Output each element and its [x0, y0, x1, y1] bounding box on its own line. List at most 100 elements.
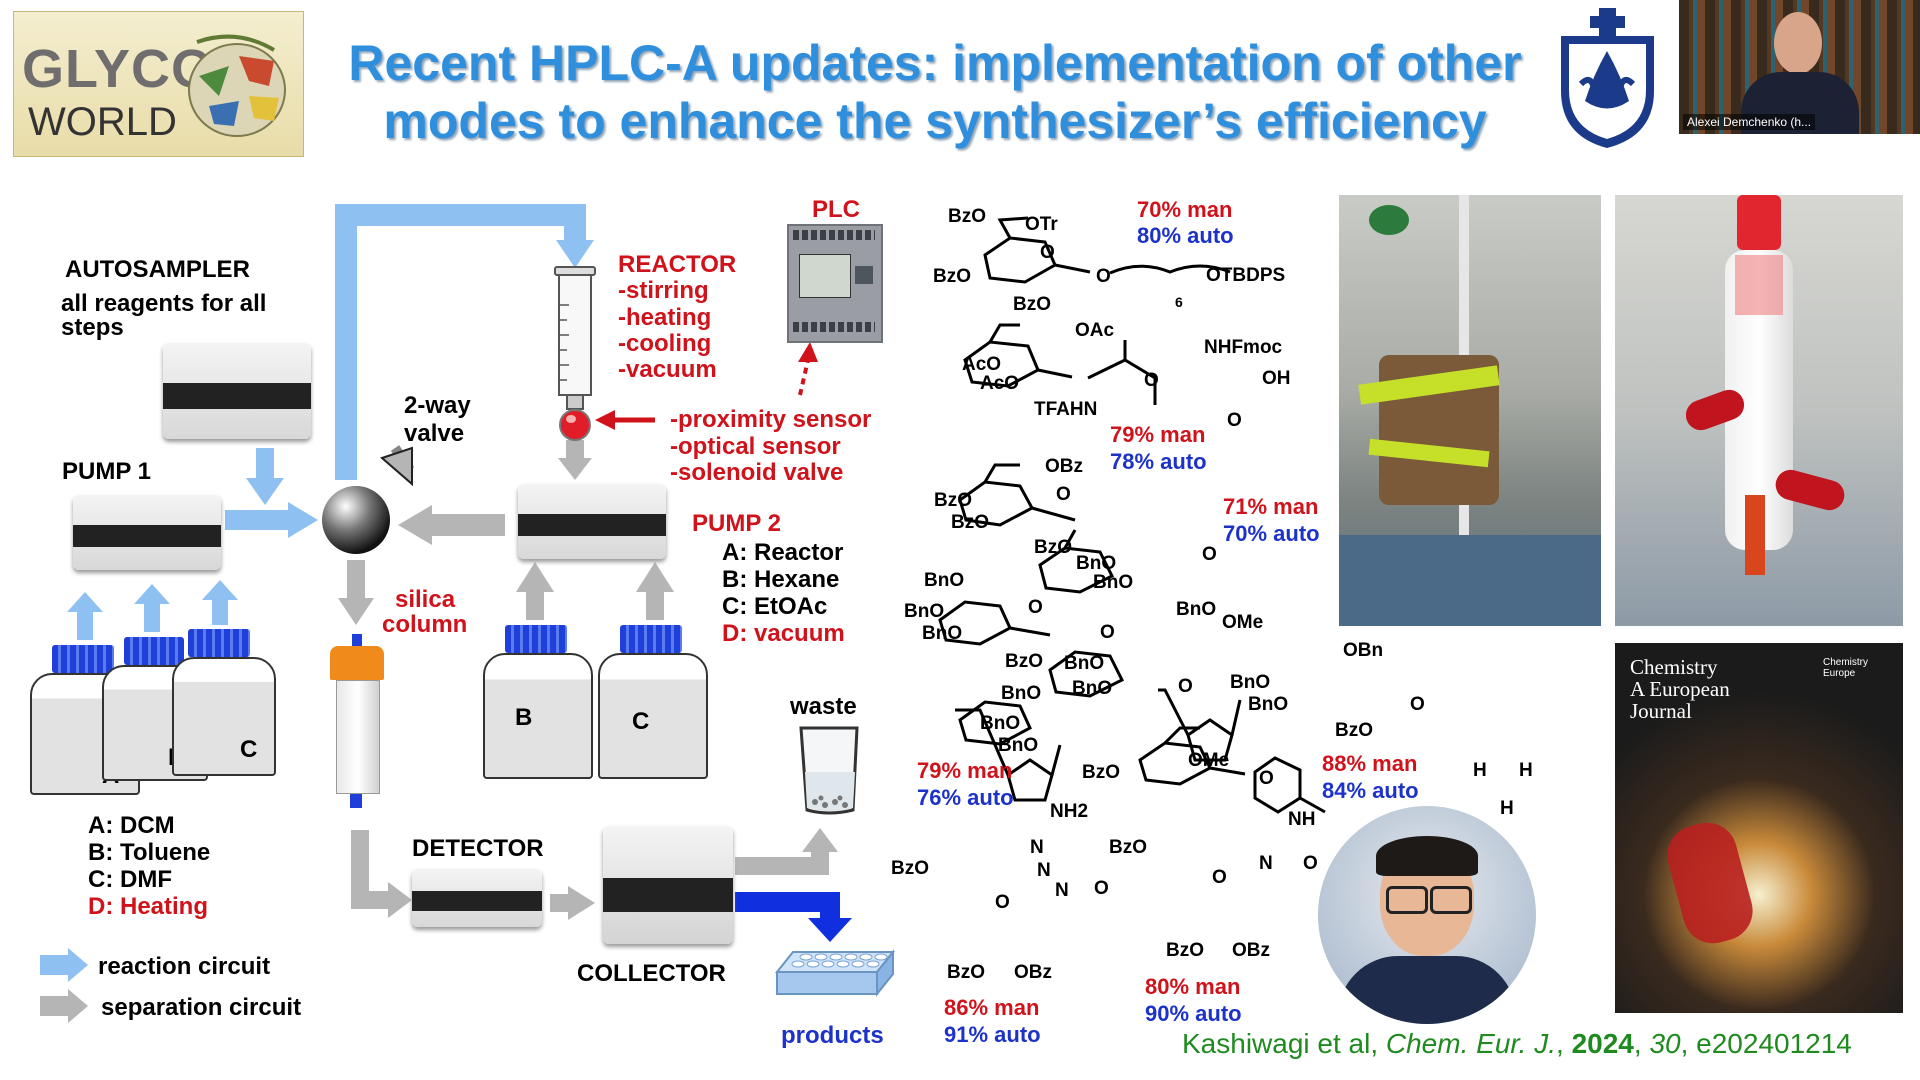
pump2-channel-d: D: vacuum [722, 620, 845, 647]
chem-label: OMe [1188, 750, 1230, 771]
chem-label: BzO [1005, 651, 1043, 672]
yield-man-4: 79% man [917, 758, 1013, 783]
sensor-optical: -optical sensor [670, 433, 841, 460]
chem-label: TFAHN [1034, 399, 1098, 420]
chem-label: H [1519, 760, 1533, 781]
legend-reaction: reaction circuit [98, 953, 271, 980]
chem-label: O [1100, 622, 1115, 643]
reactor-mode-vacuum: -vacuum [618, 356, 717, 383]
plc-controller-icon [787, 224, 883, 343]
title-line-1: Recent HPLC-A updates: implementation of… [348, 35, 1522, 91]
chem-label: OMe [1222, 612, 1264, 633]
yield-auto-4: 76% auto [917, 785, 1014, 810]
pump2-label: PUMP 2 [692, 510, 781, 537]
chem-label: BzO [1335, 720, 1373, 741]
flow-arrows [40, 204, 852, 1023]
chem-label: BzO [1166, 940, 1204, 961]
chem-label: BzO [948, 206, 986, 227]
university-crest-icon [1561, 8, 1654, 148]
citation-year: 2024 [1571, 1028, 1634, 1059]
valve-label-2: valve [404, 420, 465, 447]
chem-label: BnO [1176, 599, 1217, 620]
silica-column-icon [322, 634, 392, 824]
chem-label: OBz [1014, 962, 1052, 983]
pump1-instrument [73, 495, 221, 570]
pump2-instrument [518, 484, 666, 559]
globe-icon [188, 34, 286, 137]
chem-label: BzO [1082, 762, 1120, 783]
reactor-mode-heating: -heating [618, 304, 712, 331]
chem-label: OBz [1232, 940, 1270, 961]
chem-label: O [1056, 484, 1071, 505]
chem-label: BzO [1013, 294, 1051, 315]
webcam-feed: Alexei Demchenko (h... [1679, 0, 1920, 134]
chem-label: H [1500, 798, 1514, 819]
chem-label: O [1259, 768, 1274, 789]
valve-label-1: 2-way [404, 392, 471, 419]
chem-label: BzO [934, 490, 972, 511]
chem-label: N [1259, 853, 1273, 874]
chem-label: NHFmoc [1204, 337, 1283, 358]
bottle-etoac-label: C [632, 708, 650, 735]
chem-label: OTr [1025, 214, 1058, 235]
chem-label: 6 [1175, 294, 1183, 310]
chem-label: BnO [1093, 572, 1134, 593]
chem-label: BnO [1076, 553, 1117, 574]
chem-label: O [1410, 694, 1425, 715]
glycoworld-logo: GLYCO WORLD [13, 11, 304, 157]
chem-label: OBn [1343, 640, 1384, 661]
autosampler-label: AUTOSAMPLER [65, 256, 250, 283]
journal-title-1: Chemistry [1630, 655, 1718, 679]
autosampler-instrument [163, 343, 311, 439]
autosampler-desc-1: all reagents for all [61, 290, 267, 317]
chem-label: BnO [1248, 694, 1289, 715]
autosampler-desc-2: steps [61, 314, 124, 341]
chem-label: OBz [1045, 456, 1083, 477]
plc-label: PLC [812, 196, 860, 223]
yield-auto-3: 70% auto [1223, 521, 1320, 546]
pump2-channel-b: B: Hexane [722, 566, 840, 593]
yield-auto-7: 90% auto [1145, 1001, 1242, 1026]
chem-label: NH2 [1050, 801, 1089, 822]
yield-auto-2: 78% auto [1110, 449, 1207, 474]
chem-label: BnO [1230, 672, 1271, 693]
detector-instrument [412, 869, 542, 927]
chem-label: BnO [998, 735, 1039, 756]
chem-label: O [1094, 878, 1109, 899]
reactor-mode-stirring: -stirring [618, 277, 709, 304]
chem-label: BzO [933, 266, 971, 287]
bottle-hexane-label: B [515, 704, 533, 731]
chem-label: AcO [962, 354, 1002, 375]
chem-label: NH [1288, 809, 1316, 830]
yield-man-3: 71% man [1223, 494, 1319, 519]
yield-man-7: 80% man [1145, 974, 1241, 999]
title-line-2: modes to enhance the synthesizer’s effic… [383, 93, 1487, 149]
silica-label-2: column [382, 611, 468, 638]
chem-label: BzO [947, 962, 985, 983]
chem-label: BzO [891, 858, 929, 879]
presenter-head [1774, 12, 1822, 74]
chemical-structures [938, 216, 1326, 814]
pump1-label: PUMP 1 [62, 458, 151, 485]
chem-label: O [1202, 544, 1217, 565]
legend-separation: separation circuit [101, 994, 302, 1021]
chem-label: N [1037, 860, 1051, 881]
logo-text-world: WORLD [28, 100, 177, 144]
chem-label: N [1055, 880, 1069, 901]
waste-label: waste [790, 693, 857, 720]
participant-name: Alexei Demchenko (h... [1683, 114, 1816, 130]
journal-publisher: Chemistry Europe [1823, 657, 1869, 679]
chem-label: H [1473, 760, 1487, 781]
lab-photo-reactor [1339, 195, 1601, 626]
yield-man-1: 70% man [1137, 197, 1233, 222]
logo-text-glyco: GLYCO [22, 39, 215, 99]
detector-label: DETECTOR [412, 835, 544, 862]
sensor-proximity: -proximity sensor [670, 406, 872, 433]
citation-journal: Chem. Eur. J. [1385, 1028, 1557, 1059]
chem-label: O [1212, 867, 1227, 888]
pump1-channel-d: D: Heating [88, 893, 208, 920]
chem-label: O [1028, 597, 1043, 618]
citation-authors: Kashiwagi et al, [1182, 1028, 1386, 1059]
chem-label: BzO [1109, 837, 1147, 858]
lab-photo-column [1615, 195, 1903, 626]
